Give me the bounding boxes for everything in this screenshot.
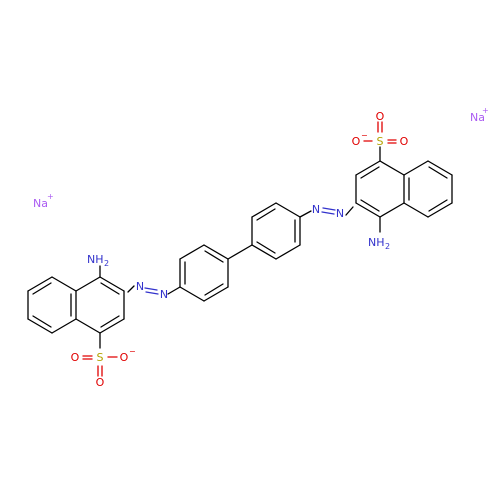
atom-o-left-3: O xyxy=(96,376,105,389)
atom-s-left: S xyxy=(97,351,104,364)
charge-minus-right: − xyxy=(361,131,368,140)
atom-n-azo-left-1: N xyxy=(160,288,168,301)
atom-o-left-1: O xyxy=(71,351,80,364)
atom-h2-sub-right: 2 xyxy=(385,242,390,251)
amino-group-right: NH 2 xyxy=(368,236,390,251)
atom-o-right-2: O xyxy=(400,135,409,148)
atom-na-right: Na xyxy=(470,111,485,124)
sodium-ion-left: Na + xyxy=(33,192,54,210)
atom-nh-right: NH xyxy=(368,236,385,249)
atom-n-azo-right-1: N xyxy=(312,203,320,216)
naphthalene-left xyxy=(27,265,125,377)
sulfonate-right: S O − O O xyxy=(352,110,409,148)
atom-o-right-3: O xyxy=(376,110,385,123)
charge-minus-left: − xyxy=(129,347,136,356)
charge-plus-right: + xyxy=(482,106,489,115)
atom-na-left: Na xyxy=(33,197,48,210)
atom-n-azo-right-2: N xyxy=(336,207,344,220)
charge-plus-left: + xyxy=(47,192,54,201)
atom-o-left-2: O xyxy=(120,351,129,364)
azo-right xyxy=(299,206,354,218)
ring-a xyxy=(179,244,229,302)
atom-o-right-1: O xyxy=(352,135,361,148)
sulfonate-left: S O O − O xyxy=(71,347,136,389)
biaryl-bond xyxy=(227,244,253,260)
naphthalene-right xyxy=(355,121,453,233)
biphenyl-core xyxy=(179,202,301,302)
atom-h2-sub-left: 2 xyxy=(104,259,109,268)
atom-s-right: S xyxy=(377,135,384,148)
amino-group-left: NH 2 xyxy=(87,253,109,268)
sodium-ion-right: Na + xyxy=(470,106,489,124)
atom-nh-left: NH xyxy=(87,253,104,266)
atom-n-azo-left-2: N xyxy=(136,280,144,293)
azo-left xyxy=(127,285,181,295)
ring-b xyxy=(251,202,301,260)
